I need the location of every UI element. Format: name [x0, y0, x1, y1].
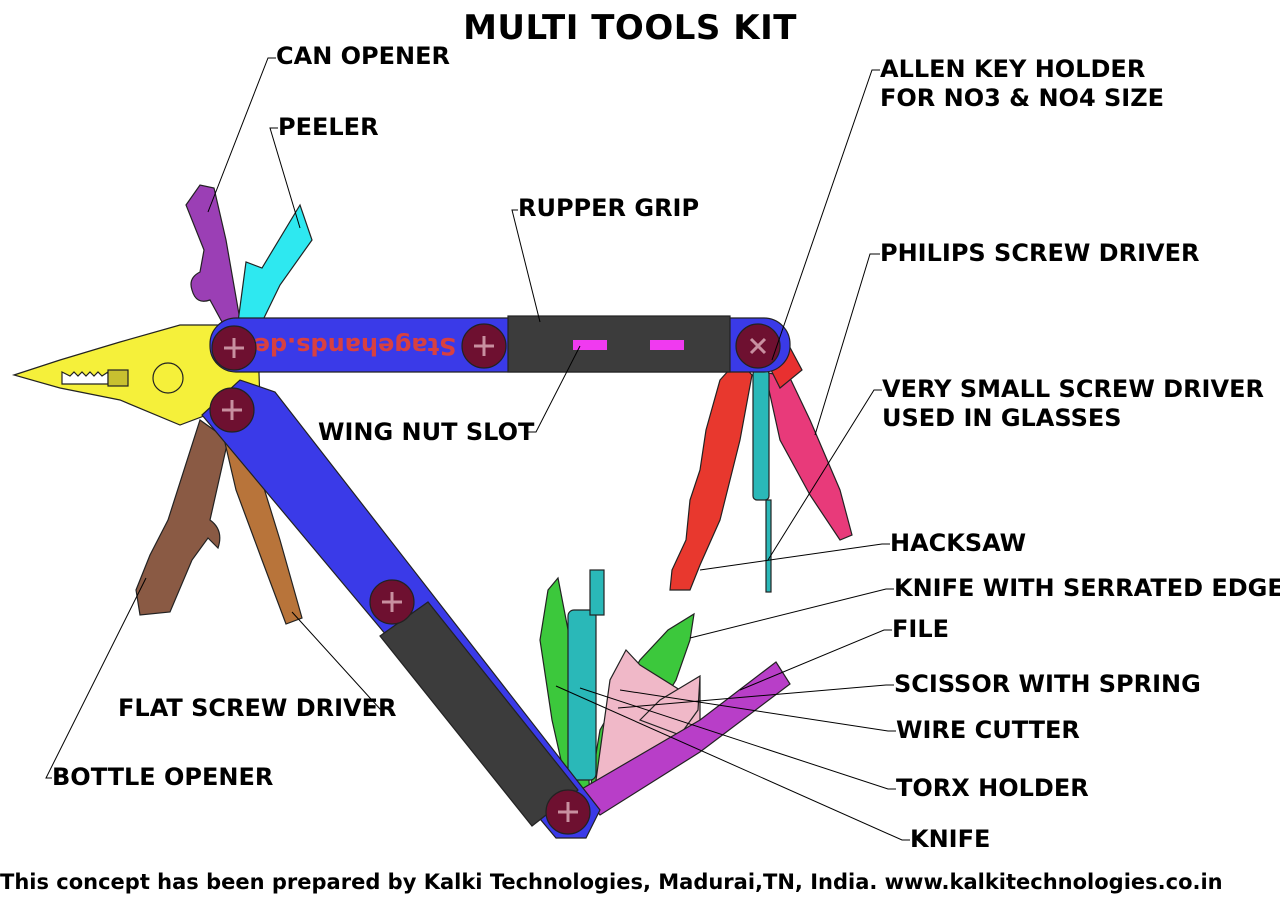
label-very-small-screw-driver: VERY SMALL SCREW DRIVER USED IN GLASSES — [882, 375, 1264, 432]
rupper-grip — [507, 315, 731, 373]
label-torx-holder: TORX HOLDER — [896, 774, 1089, 802]
pliers-head — [11, 324, 261, 426]
peeler-tool — [237, 203, 313, 323]
leader-lines — [45, 57, 910, 841]
screw-middle-diagonal — [369, 579, 415, 625]
can-opener-tool — [185, 184, 241, 323]
screw-top-right — [735, 323, 781, 369]
screw-left — [209, 387, 255, 433]
label-knife: KNIFE — [910, 825, 991, 853]
torx-holder-tool — [567, 609, 597, 781]
bottle-opener-tool — [135, 419, 229, 616]
label-can-opener: CAN OPENER — [276, 42, 450, 70]
pliers-cutter-slot — [107, 369, 129, 387]
hacksaw-tool — [669, 359, 753, 591]
label-peeler: PEELER — [278, 113, 379, 141]
label-hacksaw: HACKSAW — [890, 529, 1027, 557]
screw-bottom — [545, 789, 591, 835]
torx-holder-tip — [589, 569, 605, 616]
pliers-pivot — [152, 362, 184, 394]
label-knife-with-serrated-edge: KNIFE WITH SERRATED EDGE — [894, 574, 1280, 602]
label-rupper-grip: RUPPER GRIP — [518, 194, 700, 222]
wing-nut-slot-2 — [650, 340, 684, 350]
label-flat-screw-driver: FLAT SCREW DRIVER — [118, 694, 397, 722]
philips-screw-driver-tool — [764, 371, 853, 541]
small-screw-driver-tip — [765, 499, 772, 593]
diagonal-grip — [379, 601, 579, 827]
handle-brand-text: Stagehands.de — [254, 332, 457, 360]
label-file: FILE — [892, 615, 950, 643]
diagram-title: MULTI TOOLS KIT — [463, 8, 797, 48]
label-bottle-opener: BOTTLE OPENER — [52, 763, 274, 791]
small-screw-driver-tool — [752, 369, 770, 501]
screw-top-left — [211, 325, 257, 371]
label-wire-cutter: WIRE CUTTER — [896, 716, 1080, 744]
file-tool — [579, 661, 791, 816]
label-allen-key-holder: ALLEN KEY HOLDER FOR NO3 & NO4 SIZE — [880, 55, 1165, 112]
label-scissor-with-spring: SCISSOR WITH SPRING — [894, 670, 1201, 698]
label-philips-screw-driver: PHILIPS SCREW DRIVER — [880, 239, 1200, 267]
footer-credit: This concept has been prepared by Kalki … — [0, 870, 1223, 894]
screw-top-middle — [461, 323, 507, 369]
label-wing-nut-slot: WING NUT SLOT — [318, 418, 535, 446]
wing-nut-slot-1 — [573, 340, 607, 350]
